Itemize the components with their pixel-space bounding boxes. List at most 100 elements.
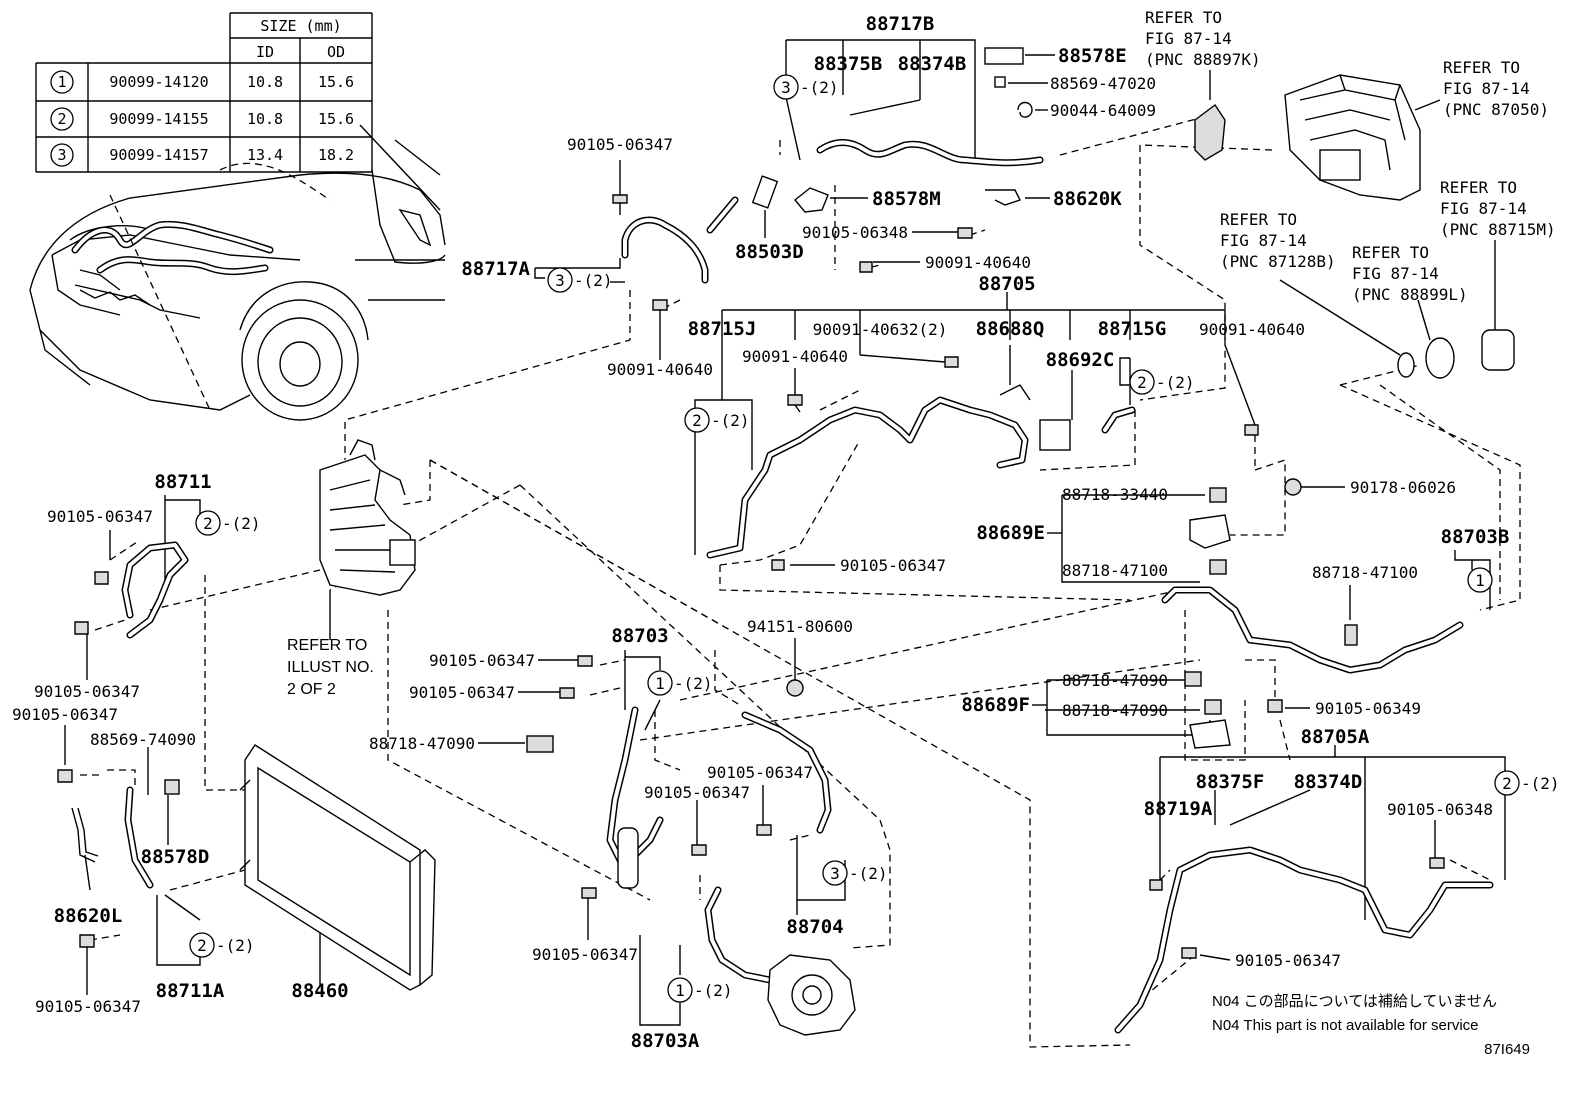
svg-text:1: 1: [57, 73, 66, 91]
svg-text:REFER TO: REFER TO: [1443, 58, 1520, 77]
clamp-88718-47090-b: [1204, 699, 1222, 715]
svg-text:-(2): -(2): [849, 864, 888, 883]
label-94151-80600: 94151-80600: [747, 617, 853, 636]
svg-text:3: 3: [57, 146, 66, 164]
svg-text:3: 3: [830, 864, 840, 883]
svg-text:REFER TO: REFER TO: [287, 637, 367, 654]
label-90105-06347: 90105-06347: [1235, 951, 1341, 970]
part-90044-64009: [1017, 101, 1033, 118]
label-88718-47090: 88718-47090: [369, 734, 475, 753]
footnotes: N04 この部品については補給していません N04 This part is n…: [1212, 993, 1530, 1058]
svg-text:3: 3: [555, 271, 565, 290]
table-row: 1 90099-14120 10.8 15.6: [50, 70, 354, 94]
clamp-88718-47100-b: [1344, 624, 1358, 646]
svg-text:2: 2: [203, 514, 213, 533]
label-90091-40640: 90091-40640: [742, 347, 848, 366]
refer-88897K: REFER TO FIG 87-14 (PNC 88897K): [1145, 8, 1261, 69]
svg-text:REFER TO: REFER TO: [1220, 210, 1297, 229]
bracket-88689F: [1189, 719, 1231, 749]
seal-callouts: 3 -(2) 3 -(2) 2 -(2) 2 -(2) 2 -(2) 2 -(2…: [189, 74, 1560, 1003]
connection-lines: [80, 117, 1521, 1048]
label-88569-47020: 88569-47020: [1050, 74, 1156, 93]
label-88703: 88703: [611, 625, 668, 647]
label-88718-47100: 88718-47100: [1312, 563, 1418, 582]
svg-text:3: 3: [781, 78, 791, 97]
seal-ref-1: 1 -(2): [647, 670, 713, 696]
table-row: 2 90099-14155 10.8 15.6: [50, 107, 354, 131]
hvac-unit: [1284, 74, 1421, 201]
label-88620L: 88620L: [54, 905, 123, 927]
seal-ref-2: 2 -(2): [1129, 369, 1195, 395]
svg-text:15.6: 15.6: [318, 110, 354, 128]
svg-text:1: 1: [675, 981, 685, 1000]
label-88620K: 88620K: [1053, 188, 1122, 210]
note-japanese: N04 この部品については補給していません: [1212, 993, 1497, 1010]
svg-text:15.6: 15.6: [318, 73, 354, 91]
svg-text:-(2): -(2): [1156, 373, 1195, 392]
seal-ref-1: 1: [1467, 567, 1493, 593]
label-90105-06347: 90105-06347: [12, 705, 118, 724]
seal-ref-2: 2 -(2): [195, 510, 261, 536]
part-88578M: [794, 187, 829, 213]
svg-text:90099-14157: 90099-14157: [109, 146, 208, 164]
seal-ref-3: 3 -(2): [822, 860, 888, 886]
svg-text:FIG 87-14: FIG 87-14: [1443, 79, 1530, 98]
label-88711A: 88711A: [156, 980, 225, 1002]
part-88899L: [1425, 337, 1455, 379]
table-row: 3 90099-14157 13.4 18.2: [50, 143, 354, 167]
svg-text:(PNC 87050): (PNC 87050): [1443, 100, 1549, 119]
svg-text:-(2): -(2): [674, 674, 713, 693]
label-88688Q: 88688Q: [976, 318, 1045, 340]
electric-compressor-assembly: [319, 439, 416, 596]
svg-text:-(2): -(2): [574, 271, 613, 290]
clamp-88718-47100: [1209, 559, 1227, 575]
svg-text:10.8: 10.8: [247, 73, 283, 91]
label-90105-06347: 90105-06347: [840, 556, 946, 575]
svg-text:FIG 87-14: FIG 87-14: [1440, 199, 1527, 218]
refer-notes: REFER TO FIG 87-14 (PNC 88897K) REFER TO…: [287, 8, 1556, 698]
refer-88715M: REFER TO FIG 87-14 (PNC 88715M): [1440, 178, 1556, 239]
refer-87128B: REFER TO FIG 87-14 (PNC 87128B): [1220, 210, 1336, 271]
compressor: [767, 954, 856, 1036]
part-88569-47020: [994, 76, 1006, 88]
svg-text:-(2): -(2): [711, 411, 750, 430]
accumulator: [617, 827, 639, 889]
svg-text:(PNC 88715M): (PNC 88715M): [1440, 220, 1556, 239]
figure-id: 87I649: [1484, 1041, 1530, 1058]
label-90044-64009: 90044-64009: [1050, 101, 1156, 120]
label-88375B: 88375B: [814, 53, 883, 75]
part-87128B: [1397, 352, 1415, 378]
nut-90178-06026: [1284, 478, 1302, 496]
label-88718-47090: 88718-47090: [1062, 671, 1168, 690]
id-header: ID: [256, 43, 274, 61]
label-88704: 88704: [786, 916, 843, 938]
svg-text:13.4: 13.4: [247, 146, 283, 164]
label-88718-33440: 88718-33440: [1062, 485, 1168, 504]
svg-text:1: 1: [1475, 571, 1485, 590]
label-88689F: 88689F: [961, 694, 1030, 716]
nut-94151-80600: [786, 679, 804, 697]
label-88717B: 88717B: [866, 13, 935, 35]
refer-88899L: REFER TO FIG 87-14 (PNC 88899L): [1352, 243, 1468, 304]
part-88578D: [164, 779, 180, 795]
vehicle-front-illustration: [29, 124, 446, 421]
svg-text:2: 2: [1137, 373, 1147, 392]
evaporator-part: [1194, 103, 1226, 161]
svg-text:2: 2: [692, 411, 702, 430]
label-90178-06026: 90178-06026: [1350, 478, 1456, 497]
valve-88692C: [1039, 419, 1071, 451]
svg-text:-(2): -(2): [216, 936, 255, 955]
label-88578M: 88578M: [872, 188, 941, 210]
size-header: SIZE (mm): [260, 17, 341, 35]
label-88503D: 88503D: [735, 241, 804, 263]
label-90105-06347: 90105-06347: [707, 763, 813, 782]
label-90105-06347: 90105-06347: [47, 507, 153, 526]
seal-ref-2: 2 -(2): [1494, 770, 1560, 796]
svg-text:1: 1: [655, 674, 665, 693]
label-88718-47090: 88718-47090: [1062, 701, 1168, 720]
label-88374B: 88374B: [898, 53, 967, 75]
seal-ref-2: 2 -(2): [684, 407, 750, 433]
label-90105-06349: 90105-06349: [1315, 699, 1421, 718]
label-88715J: 88715J: [688, 318, 757, 340]
